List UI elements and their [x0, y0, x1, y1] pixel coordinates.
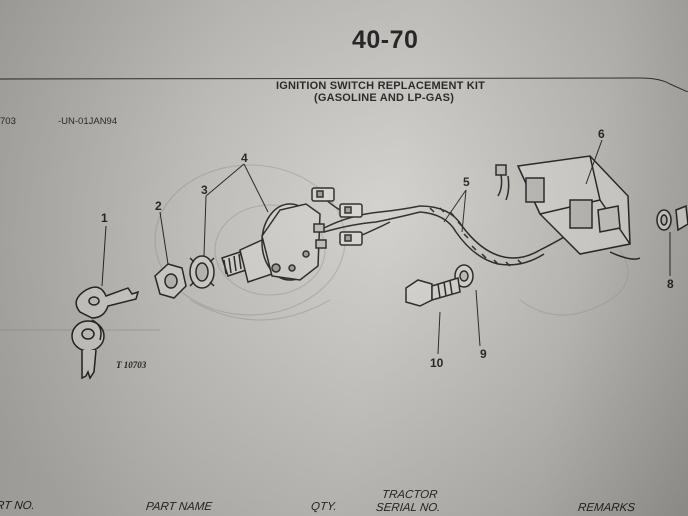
callout-10: 10 — [430, 356, 444, 370]
figure-code: T 10703 — [116, 360, 147, 370]
page-number: 40-70 — [352, 26, 419, 54]
hex-nut — [154, 263, 187, 299]
figure-reference-code: 703 — [0, 116, 16, 127]
column-header-remarks: REMARKS — [577, 502, 636, 514]
callout-6: 6 — [598, 127, 605, 141]
relay-module — [495, 155, 631, 255]
right-nut-washer — [656, 204, 688, 232]
kit-title: IGNITION SWITCH REPLACEMENT KIT — [276, 80, 486, 92]
callout-5: 5 — [463, 175, 470, 189]
column-header-part-name: PART NAME — [145, 501, 213, 513]
lock-washer — [189, 255, 215, 289]
callout-9: 9 — [480, 347, 487, 361]
cap-screw — [405, 277, 461, 307]
wire-connectors — [311, 187, 363, 246]
column-header-serial-no: SERIAL NO. — [375, 502, 441, 514]
flat-washer — [454, 264, 474, 288]
callout-8: 8 — [667, 277, 674, 291]
column-header-qty: QTY. — [310, 501, 338, 513]
callout-4: 4 — [241, 151, 248, 165]
callout-3: 3 — [201, 183, 208, 197]
header-rule — [0, 77, 688, 92]
callout-2: 2 — [155, 199, 162, 213]
ignition-switch — [221, 203, 327, 283]
callout-1: 1 — [101, 211, 108, 225]
ignition-keys — [71, 286, 140, 380]
column-header-tractor: TRACTOR — [381, 489, 439, 501]
exploded-parts-diagram: 1 2 3 4 5 6 8 9 10 T 10703 — [0, 127, 688, 380]
column-header-part-no: RT NO. — [0, 500, 36, 512]
figure-reference-date: -UN-01JAN94 — [58, 116, 118, 127]
kit-subtitle: (GASOLINE AND LP-GAS) — [314, 92, 455, 104]
callout-leaders — [101, 139, 671, 355]
